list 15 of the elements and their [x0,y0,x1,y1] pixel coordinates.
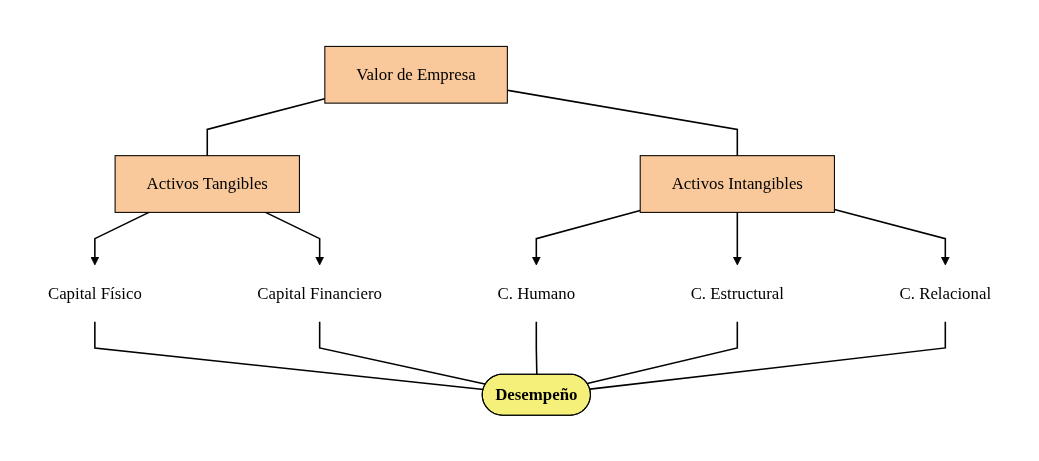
connector [589,320,947,390]
connector [94,320,485,391]
arrow [264,211,325,266]
node-box: Activos Tangibles [114,154,300,213]
node-text: C. Estructural [690,283,784,302]
node-text: Capital Financiero [257,283,382,302]
node-text: Capital Físico [47,283,142,302]
arrow [732,211,742,266]
node-text: C. Humano [497,283,576,302]
arrow [90,211,150,266]
arrow [833,208,950,266]
arrow [531,209,641,266]
node-box: Valor de Empresa [324,45,508,104]
node-box: Activos Intangibles [639,154,835,213]
node-text: C. Relacional [899,283,992,302]
